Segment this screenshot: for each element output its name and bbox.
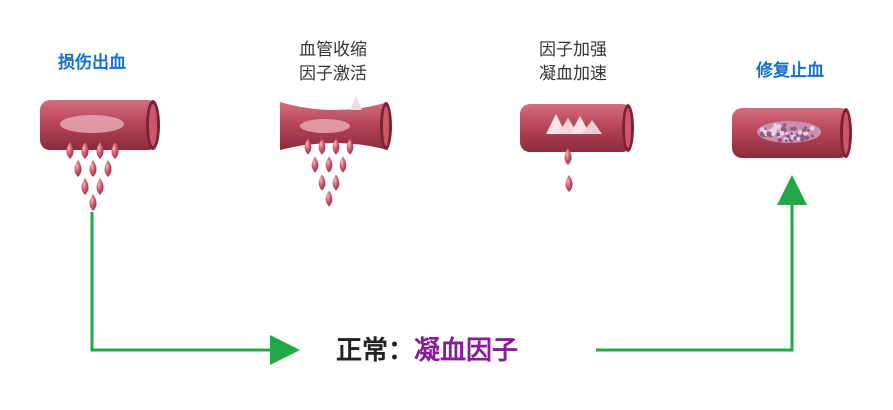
clot-dot [804,135,809,140]
clot-dot [766,131,771,136]
clot-dot [800,138,804,142]
clot-dot [793,127,797,131]
clot-dot [785,139,788,142]
vessel-constricted [280,96,392,207]
blood-drop [97,178,104,195]
vessel-inner [843,112,849,154]
blood-drop [312,157,319,173]
wound-opening [300,119,350,133]
blood-drops [565,148,573,192]
blood-drops [67,142,119,211]
vessel-repaired [732,108,852,158]
vessel-inner [149,104,157,146]
blood-drop [75,160,82,177]
clot-dot [790,127,793,130]
vessel-inner [383,106,389,146]
blood-drop [326,191,333,207]
clot-dot [760,127,765,132]
blood-drop [90,160,97,177]
clot-dot [776,132,780,136]
vessel-inner [625,108,631,148]
wound-opening [60,115,124,133]
clot-dot [796,137,800,141]
clot-dot [810,126,815,131]
center-caption-highlight: 凝血因子 [414,336,518,366]
clot-dot [785,132,788,135]
factor-cone [350,96,362,110]
clot-dot [777,125,782,130]
blood-drops [305,139,354,207]
blood-drop [326,157,333,173]
clot-dot [803,132,807,136]
blood-drop [566,175,573,192]
blood-drop [319,175,326,191]
blood-drop [340,157,347,173]
vessel-injury [40,100,160,211]
flow-arrow-right [596,190,792,350]
blood-drop [90,194,97,211]
blood-drop [105,160,112,177]
blood-drop [82,178,89,195]
clot-dot [804,126,807,129]
blood-drop [333,175,340,191]
clot-dot [811,134,814,137]
clot-dot [781,127,786,132]
clot-dot [798,130,803,135]
flow-arrow-left [92,212,285,350]
clot-dot [790,132,793,135]
center-caption: 正常：凝血因子 [336,330,518,367]
clot-dot [778,138,782,142]
clot-dot [783,123,787,127]
center-caption-prefix: 正常： [336,336,414,366]
clot-dot [807,129,810,132]
vessel-factor-boost [520,104,634,192]
